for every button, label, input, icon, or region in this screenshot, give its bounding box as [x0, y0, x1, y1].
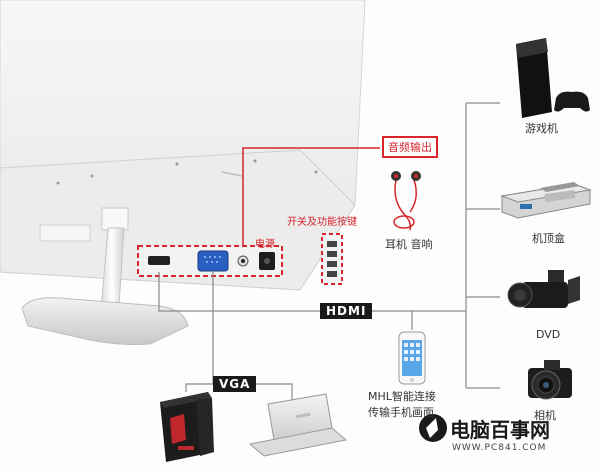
button-panel [322, 234, 342, 284]
vga-tag: VGA [213, 376, 256, 392]
audio-out-label: 音频输出 [388, 141, 432, 154]
power-label: 电源 [255, 235, 275, 250]
pc-tower-image [160, 392, 214, 462]
phone-image [399, 332, 425, 384]
watermark-url: WWW.PC841.COM [452, 443, 546, 453]
watermark-brand: 电脑百事网 [450, 414, 550, 443]
hdmi-port [148, 256, 170, 265]
audio-out-tag: 音频输出 [382, 136, 438, 158]
vga-port [198, 251, 228, 271]
mhl-label-line1: MHL智能连接 [368, 388, 436, 404]
mhl-label-line2: 传输手机画面 [368, 404, 434, 420]
earphone-label: 耳机 音响 [385, 236, 433, 252]
set-top-box-label: 机顶盒 [532, 230, 565, 246]
port-panel [138, 246, 282, 276]
hdmi-tag: HDMI [320, 303, 372, 319]
switch-function-label: 开关及功能按键 [287, 213, 357, 228]
dvd-label: DVD [536, 328, 560, 341]
game-console-label: 游戏机 [525, 120, 558, 136]
